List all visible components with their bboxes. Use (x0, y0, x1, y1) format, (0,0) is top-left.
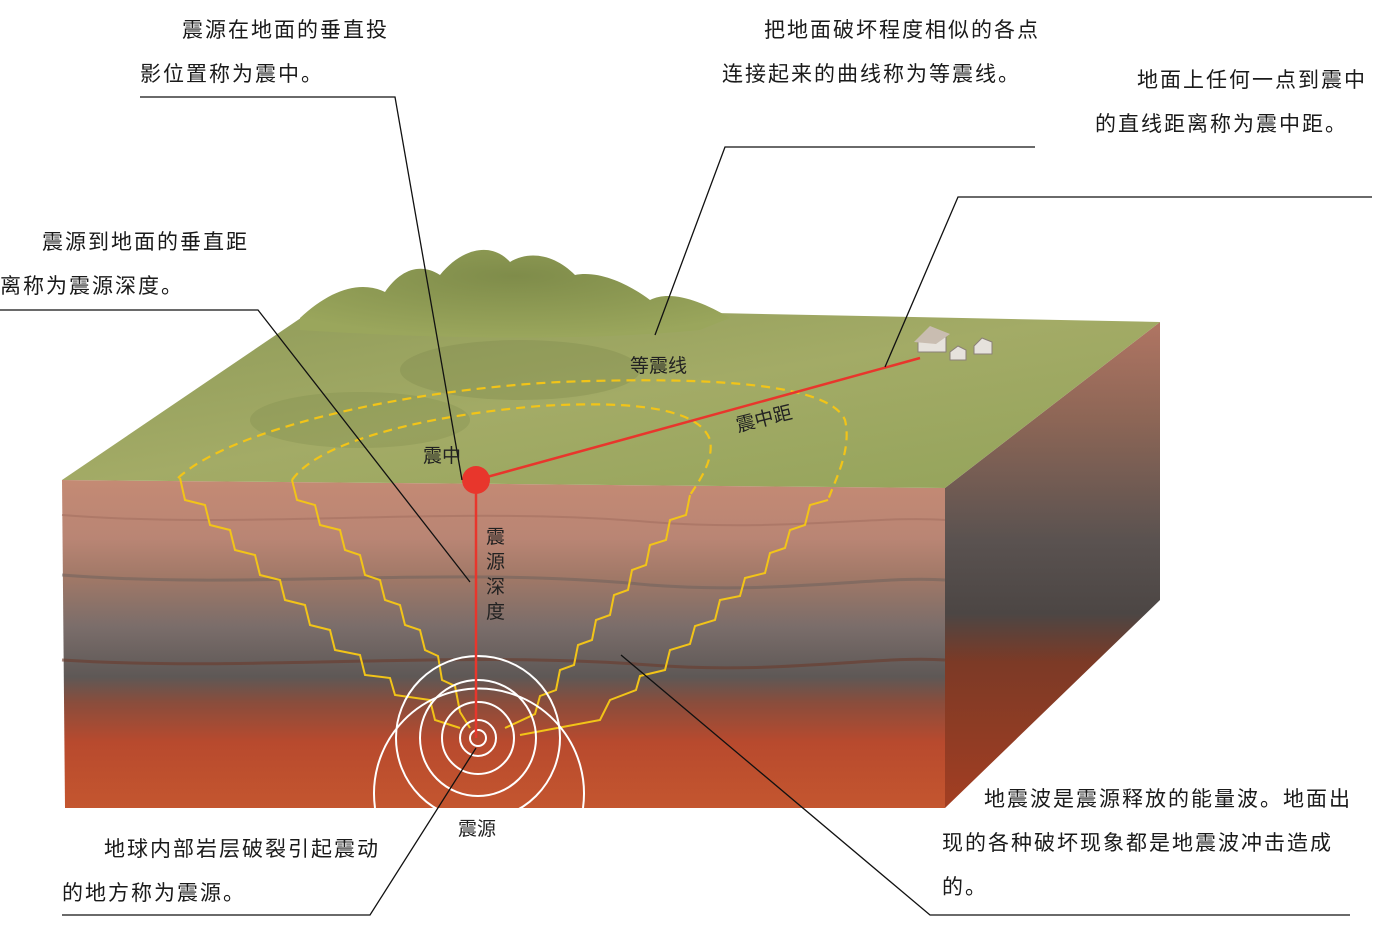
block-side-face (945, 322, 1160, 808)
terrain-shadow (400, 340, 640, 400)
wave-zigzags (179, 477, 829, 736)
focal-depth-label-4: 度 (486, 601, 505, 623)
seismic-wave-definition: 地震波是震源释放的能量波。地面出现的各种破坏现象都是地震波冲击造成的。 (942, 787, 1352, 899)
focus-definition: 地球内部岩层破裂引起震动的地方称为震源。 (62, 837, 380, 905)
isoseismal-label: 等震线 (630, 355, 687, 377)
focal-depth-definition: 震源到地面的垂直距离称为震源深度。 (0, 230, 249, 298)
isoseismal-inner (291, 403, 712, 496)
focus-label: 震源 (458, 818, 496, 840)
epicentral-distance-line (475, 356, 921, 482)
terrain-shadow (250, 392, 470, 448)
seismic-wave-rings (373, 655, 585, 821)
isoseismal-outer (177, 379, 848, 501)
epicenter-label: 震中 (423, 445, 461, 467)
isoseismal-definition: 把地面破坏程度相似的各点连接起来的曲线称为等震线。 (722, 18, 1040, 86)
strata-line (61, 657, 946, 670)
focal-depth-label-2: 源 (486, 551, 505, 573)
epicentral-distance-definition: 地面上任何一点到震中的直线距离称为震中距。 (1095, 68, 1367, 136)
strata-line (61, 514, 946, 527)
focal-depth-label-3: 深 (486, 576, 505, 598)
epicenter-definition: 震源在地面的垂直投影位置称为震中。 (140, 18, 389, 86)
strata-line (61, 573, 946, 590)
focal-depth-label-1: 震 (486, 526, 505, 548)
mountains (300, 249, 730, 338)
block-front-face (62, 480, 945, 808)
epicenter-marker (462, 466, 490, 494)
ground-surface (62, 305, 1160, 488)
leader-lines (0, 96, 1372, 916)
houses (914, 326, 993, 361)
